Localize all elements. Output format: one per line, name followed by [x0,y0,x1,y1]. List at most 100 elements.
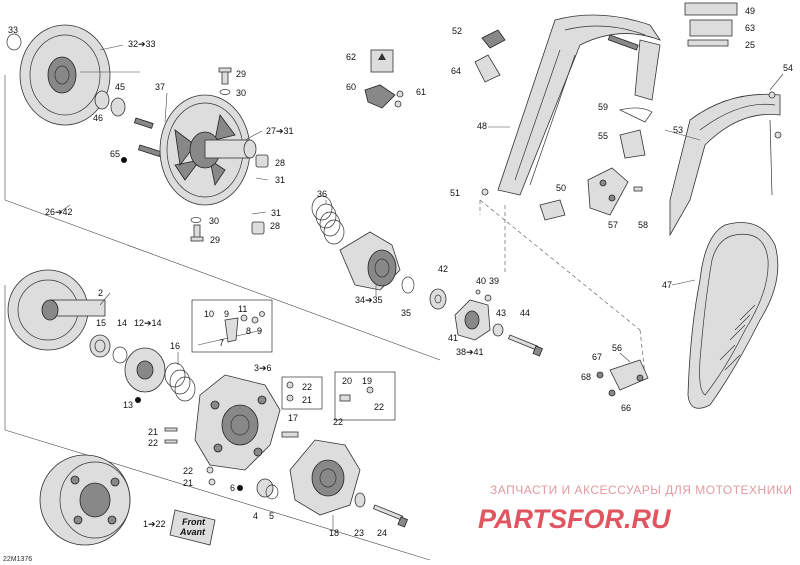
callout: 22 [374,402,384,412]
bushing-4 [256,478,274,498]
screw-61b [394,100,402,108]
watermark-tagline: ЗАПЧАСТИ И АКСЕССУАРЫ ДЛЯ МОТОТЕХНИКИ [490,483,792,497]
callout: 5 [269,511,274,521]
callout: 2 [98,288,103,298]
callout: 8 [246,326,251,336]
callout: 18 [329,528,339,538]
callout: 58 [638,220,648,230]
decal-62 [370,49,394,73]
callout: 9 [257,326,262,336]
bracket-57 [587,167,629,216]
callout: 64 [451,66,461,76]
screw-29-bottom [190,224,204,242]
callout: 34➔35 [355,295,383,305]
callout: 61 [416,87,426,97]
callout: 50 [556,183,566,193]
callout: 3➔6 [254,363,272,373]
bolt-17 [281,431,299,438]
bearing-15 [89,334,111,358]
watermark: ЗАПЧАСТИ И АКСЕССУАРЫ ДЛЯ МОТОТЕХНИКИ PA… [478,483,792,534]
callout: 23 [354,528,364,538]
bracket-64 [474,54,501,83]
callout: 27➔31 [266,126,294,136]
bracket-50 [539,199,566,221]
spring-36 [311,195,345,245]
loctite-drop-icon [237,485,243,491]
callout: 62 [346,52,356,62]
driven-sheave-2 [7,269,106,351]
callout: 68 [581,372,591,382]
slider-28-bottom [251,221,265,235]
callout: 19 [362,376,372,386]
callout: 29 [210,235,220,245]
washer-45 [110,97,126,117]
bearing-housing-38 [454,289,492,341]
callout: 65 [110,149,120,159]
callout: 43 [496,308,506,318]
washer-23 [354,492,366,508]
callout-labels: 33 32➔33 45 46 37 65 29 30 27➔31 28 31 2… [8,6,793,538]
callout: 13 [123,400,133,410]
callout: 16 [170,341,180,351]
spider-cover-34 [339,231,401,291]
movable-sheave-27 [159,94,257,206]
watermark-logo: PARTSFOR.RU [478,504,672,534]
callout: 22 [148,438,158,448]
bolt-51 [481,188,489,196]
callout: 57 [608,220,618,230]
callout: 54 [783,63,793,73]
cam-12 [124,347,166,393]
diagram-id: 22M1376 [3,556,32,563]
pin-31-bottom [251,211,267,215]
callout: 6 [230,483,235,493]
drive-belt-47 [687,222,779,409]
callout: 21 [302,395,312,405]
decal-panel [684,2,738,47]
callout: 46 [93,113,103,123]
callout: 26➔42 [45,207,73,217]
screws-21-22-left [164,427,178,444]
callout: 40 [476,276,486,286]
callout: 20 [342,376,352,386]
bolt-24 [372,504,409,528]
driven-pulley-assembly-1 [39,454,131,546]
bracket-60 [364,84,396,109]
callout: 15 [96,318,106,328]
callout: 44 [520,308,530,318]
callout: 28 [270,221,280,231]
callout: 38➔41 [456,347,484,357]
callout: 11 [238,304,247,314]
callout: 28 [275,158,285,168]
lever-rod-group [197,311,265,346]
callout: 32➔33 [128,39,156,49]
leader-lines [59,44,784,531]
screws-21-22-bottom [206,466,216,486]
kit-box-7-11 [191,299,273,353]
loctite-drop-icon [135,397,141,403]
callout: 9 [224,309,229,319]
callout: 14 [117,318,127,328]
callout: 49 [745,6,755,16]
belt-guard-48 [497,14,662,196]
oring-30-bottom [190,217,202,223]
pulley-guard-53 [669,93,781,237]
callout: 24 [377,528,387,538]
callout: 30 [236,88,246,98]
slider-28-top [255,154,269,168]
front-direction-tag: Front Avant [169,509,216,546]
screw-29-top [218,67,232,85]
callout: 45 [115,82,125,92]
callout: 30 [209,216,219,226]
ring-33 [6,33,22,51]
seal-14 [112,346,128,364]
callout: 59 [598,102,608,112]
callout: 22 [333,417,343,427]
washer-46 [94,90,110,110]
callout: 31 [271,208,281,218]
bracket-55 [619,129,646,159]
drive-pulley-sheave [19,24,140,126]
callout: 22 [183,466,193,476]
callout: 48 [477,121,487,131]
